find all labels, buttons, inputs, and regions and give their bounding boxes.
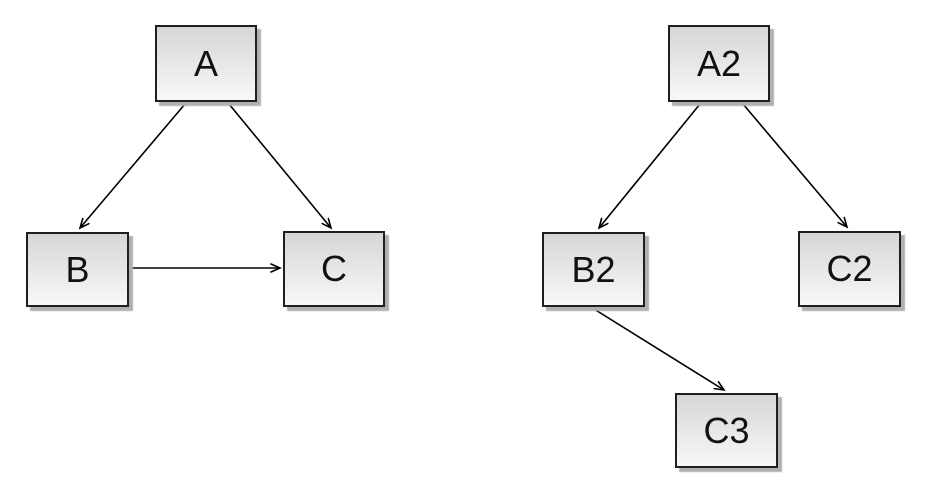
node-B[interactable]: B xyxy=(26,232,129,307)
node-label: A2 xyxy=(696,42,742,84)
node-label: B2 xyxy=(571,248,616,290)
node-A2[interactable]: A2 xyxy=(668,25,770,102)
node-C2[interactable]: C2 xyxy=(798,231,901,307)
node-label: C3 xyxy=(703,409,750,451)
node-C3[interactable]: C3 xyxy=(675,393,778,468)
node-B2[interactable]: B2 xyxy=(542,232,645,307)
node-A[interactable]: A xyxy=(155,25,257,102)
node-C[interactable]: C xyxy=(283,231,385,307)
node-label: B xyxy=(65,248,90,290)
node-label: C2 xyxy=(826,248,873,289)
node-label: A xyxy=(193,42,218,84)
node-label: C xyxy=(321,248,347,289)
